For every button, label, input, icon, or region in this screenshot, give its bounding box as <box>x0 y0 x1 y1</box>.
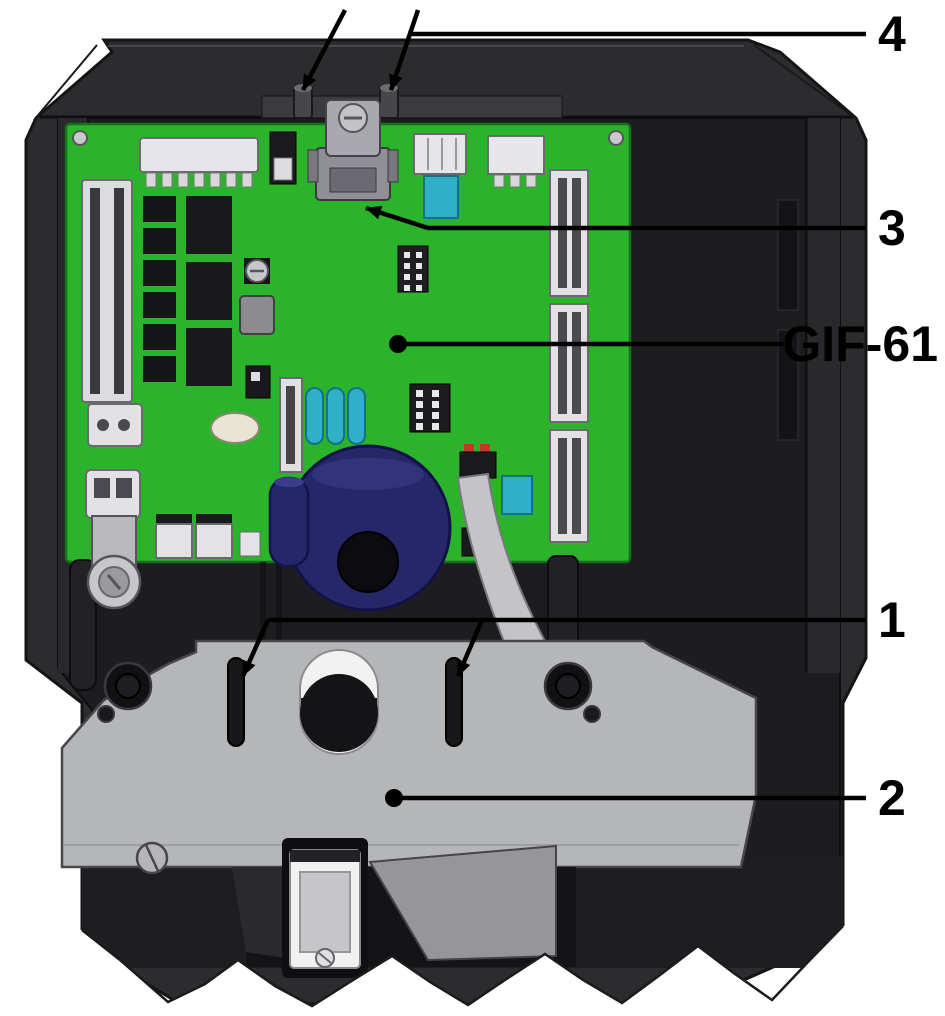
clamp-assembly <box>307 99 399 201</box>
callout-gif61: GIF-61 <box>389 316 938 372</box>
gray-module <box>239 295 275 335</box>
callout-1: 1 <box>240 592 906 677</box>
pin-header-small <box>397 245 429 293</box>
pcb-screw-right <box>608 130 624 146</box>
callouts: 4 3 GIF-61 1 2 <box>240 6 938 826</box>
capacitor-cream <box>210 412 260 444</box>
connector-two-hole <box>87 403 143 447</box>
bracket-slot-right <box>445 657 463 747</box>
chamfer-left <box>33 44 98 121</box>
chamfer-right <box>753 44 859 121</box>
connector-vertical-mid <box>279 377 303 473</box>
lock-cylinder <box>85 469 142 610</box>
potentiometer <box>244 258 270 284</box>
callout-3: 3 <box>365 200 906 256</box>
right-edge-connectors <box>549 169 589 543</box>
standoff-foot-right <box>543 661 601 723</box>
bracket-screw <box>135 841 169 875</box>
gray-wedge-right <box>368 844 557 962</box>
relay-blocks <box>155 514 261 559</box>
connector-small-mid <box>245 365 271 399</box>
teal-module-right <box>501 475 533 515</box>
callout-2-label: 2 <box>878 770 906 826</box>
wall-vent-upper <box>777 199 799 311</box>
ic-socket <box>409 383 451 433</box>
capacitors-teal <box>305 387 366 445</box>
connector-small-top <box>269 131 297 185</box>
pcb-pin-a <box>260 562 266 642</box>
bottom-assembly <box>232 838 576 978</box>
capacitor-navy <box>268 476 310 568</box>
callout-4-arrow-right <box>388 9 421 91</box>
torn-edge <box>0 925 945 1016</box>
callout-1-arrow-left <box>240 619 271 677</box>
connector-top-right <box>487 135 545 188</box>
pcb-pin-b <box>276 562 282 642</box>
chip-column-large <box>186 196 232 386</box>
callout-2: 2 <box>385 770 906 826</box>
callout-gif61-label: GIF-61 <box>782 316 938 372</box>
chip-column-small <box>143 196 176 382</box>
pin-header-top-left <box>139 137 259 188</box>
callout-4-label: 4 <box>878 6 906 62</box>
callout-4-arrow-left <box>301 8 347 92</box>
callout-3-label: 3 <box>878 200 906 256</box>
toroid-coil <box>284 444 452 612</box>
callout-1-arrow-right <box>455 619 485 677</box>
inner-wall-right <box>808 118 840 673</box>
pcb-screw-left <box>72 130 88 146</box>
pcb-components <box>81 131 589 559</box>
bracket-slot-left <box>227 657 245 747</box>
callout-1-label: 1 <box>878 592 906 648</box>
callout-3-arrow <box>365 205 429 231</box>
standoff-foot-left <box>97 661 153 723</box>
callout-gif61-dot <box>389 335 407 353</box>
callout-4: 4 <box>301 6 906 92</box>
bracket-hole <box>299 649 379 755</box>
dark-wedge-left <box>232 867 286 958</box>
bottom-unit-inner <box>299 871 351 953</box>
connector-teal-module <box>413 133 467 219</box>
wall-vent-lower <box>777 329 799 441</box>
bracket-surface <box>60 639 758 869</box>
callout-2-dot <box>385 789 403 807</box>
bracket-plate <box>60 639 758 875</box>
edge-connector-left <box>81 179 133 403</box>
